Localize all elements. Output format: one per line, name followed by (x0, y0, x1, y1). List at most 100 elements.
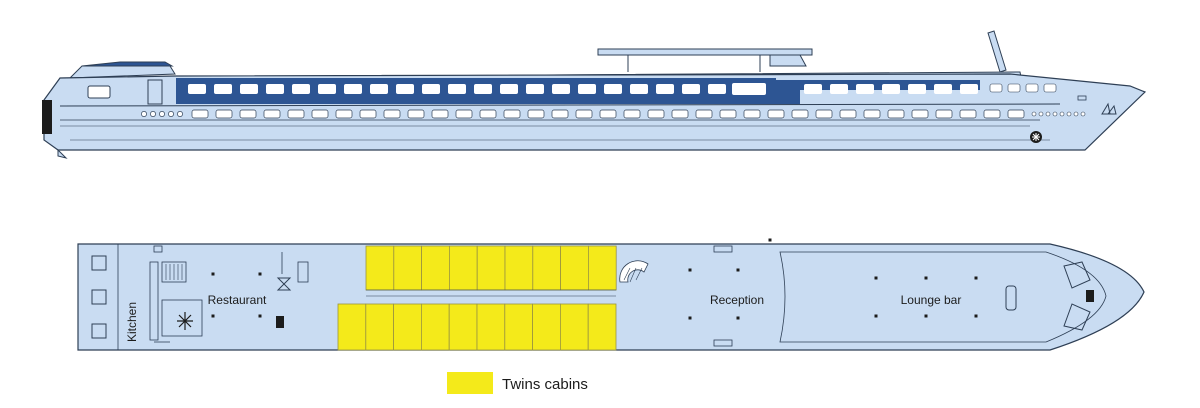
lounge-area (779, 251, 1107, 343)
porthole (141, 111, 147, 117)
column-dot (924, 314, 928, 318)
hourglass-icon (276, 277, 292, 291)
lower-window (599, 109, 617, 119)
upper-window (240, 84, 258, 94)
column-dot (924, 276, 928, 280)
upper-window-small (989, 83, 1003, 93)
lower-window (887, 109, 905, 119)
column-dot (974, 314, 978, 318)
cabin-top (504, 245, 534, 291)
cabin-top (421, 245, 450, 291)
ship-side-profile (42, 30, 1147, 159)
lower-window (479, 109, 497, 119)
upper-window-small (1043, 83, 1057, 93)
deck-plan: Kitchen Restaurant Reception Lounge bar (77, 238, 1145, 351)
lower-window (263, 109, 281, 119)
porthole (150, 111, 156, 117)
upper-window (422, 84, 440, 94)
upper-window (960, 84, 978, 94)
column-dot (736, 268, 740, 272)
lower-window (983, 109, 1001, 119)
porthole (1045, 111, 1051, 117)
lower-window (383, 109, 401, 119)
upper-window (578, 84, 596, 94)
lower-windows (141, 109, 1086, 119)
upper-window (396, 84, 414, 94)
galley-grid (165, 264, 183, 280)
upper-window-wide (732, 83, 766, 95)
cabin-bottom (504, 303, 533, 351)
lower-window (791, 109, 809, 119)
upper-window (526, 84, 544, 94)
porthole (1073, 111, 1079, 117)
upper-window (344, 84, 362, 94)
lounge-bar-label: Lounge bar (901, 293, 962, 307)
rudder (57, 148, 68, 159)
porthole (1052, 111, 1058, 117)
column-dot (688, 316, 692, 320)
upper-window (882, 84, 900, 94)
lower-window (215, 109, 233, 119)
spiral-staircase-icon (619, 260, 649, 283)
legend-label: Twins cabins (502, 376, 588, 393)
porthole (1080, 111, 1086, 117)
upper-window (370, 84, 388, 94)
upper-window (856, 84, 874, 94)
legend: Twins cabins (447, 372, 588, 394)
lower-window (695, 109, 713, 119)
column-dot (736, 316, 740, 320)
deck-dots (688, 238, 978, 320)
lower-window (935, 109, 953, 119)
lower-window (1007, 109, 1025, 119)
upper-window (934, 84, 952, 94)
upper-window (830, 84, 848, 94)
restaurant-dots (211, 272, 262, 318)
upper-window (630, 84, 648, 94)
cabin-bottom (448, 303, 478, 351)
upper-window (474, 84, 492, 94)
bow-fixture-top (1063, 261, 1091, 289)
lower-window (239, 109, 257, 119)
column-dot (874, 314, 878, 318)
upper-window (552, 84, 570, 94)
porthole (168, 111, 174, 117)
lower-window (911, 109, 929, 119)
column-dot (258, 272, 262, 276)
upper-window (448, 84, 466, 94)
lower-window (767, 109, 785, 119)
cabin-top (448, 245, 478, 291)
column-dot (211, 272, 215, 276)
cabin-top (532, 245, 561, 291)
upper-windows (188, 83, 1057, 95)
upper-window (292, 84, 310, 94)
column-dot (258, 314, 262, 318)
upper-window (266, 84, 284, 94)
upper-window (708, 84, 726, 94)
cabin-bottom (560, 303, 589, 351)
cabin-bottom (393, 303, 422, 351)
lower-window (671, 109, 689, 119)
porthole (159, 111, 165, 117)
upper-window-small (1025, 83, 1039, 93)
lower-window (335, 109, 353, 119)
cabin-bottom (587, 303, 617, 351)
lower-window (839, 109, 857, 119)
upper-window (188, 84, 206, 94)
sun-deck-awning (597, 48, 813, 56)
legend-swatch (447, 372, 493, 394)
cabin-top (476, 245, 506, 291)
lower-window (527, 109, 545, 119)
porthole (1066, 111, 1072, 117)
lower-window (431, 109, 449, 119)
lower-window (647, 109, 665, 119)
upper-window (604, 84, 622, 94)
kitchen-label: Kitchen (125, 302, 139, 342)
bow-fixture-bottom (1063, 303, 1091, 331)
column-dot (211, 314, 215, 318)
upper-window (656, 84, 674, 94)
upper-window (214, 84, 232, 94)
cabin-bottom (532, 303, 561, 351)
anchor-icon (1030, 131, 1042, 143)
lower-window (719, 109, 737, 119)
